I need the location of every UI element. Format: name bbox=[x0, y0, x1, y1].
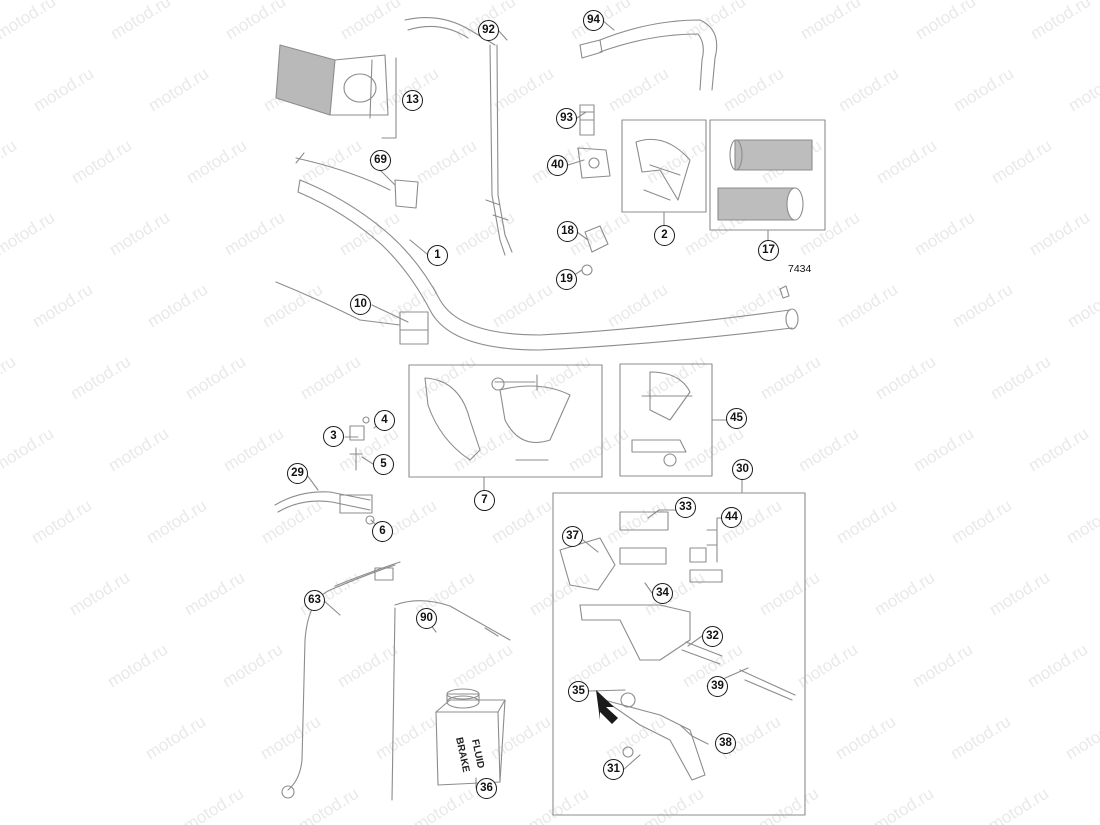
callout-37: 37 bbox=[562, 526, 583, 547]
handlebar-grips bbox=[717, 139, 813, 221]
callout-92: 92 bbox=[478, 20, 499, 41]
choke-cable bbox=[391, 600, 511, 801]
arrow-indicator bbox=[596, 690, 618, 724]
part-code-label: 7434 bbox=[788, 263, 812, 275]
callout-32: 32 bbox=[702, 626, 723, 647]
callout-17: 17 bbox=[758, 240, 779, 261]
brake-master-cylinder bbox=[559, 511, 796, 781]
callout-44: 44 bbox=[721, 507, 742, 528]
can-label-line-2: FLUID bbox=[469, 738, 486, 769]
brake-fluid-can bbox=[435, 688, 506, 786]
throttle-cables bbox=[404, 17, 513, 256]
throttle-grip bbox=[275, 44, 389, 119]
bar-clamp bbox=[631, 371, 693, 467]
leader-lines bbox=[306, 19, 769, 789]
kill-switch bbox=[275, 281, 429, 345]
handlebar bbox=[297, 179, 799, 351]
mirror-clamp bbox=[577, 147, 611, 179]
can-label-line-1: BRAKE bbox=[453, 736, 471, 773]
callout-13: 13 bbox=[402, 90, 423, 111]
callout-38: 38 bbox=[715, 733, 736, 754]
callout-19: 19 bbox=[556, 269, 577, 290]
callout-63: 63 bbox=[304, 590, 325, 611]
small-clip bbox=[779, 285, 790, 299]
callout-94: 94 bbox=[583, 10, 604, 31]
callout-10: 10 bbox=[350, 294, 371, 315]
lever-guard bbox=[635, 138, 691, 201]
callout-35: 35 bbox=[568, 681, 589, 702]
callout-7: 7 bbox=[474, 490, 495, 511]
handguard-set bbox=[424, 374, 571, 461]
brake-hose bbox=[579, 19, 718, 136]
callout-5: 5 bbox=[373, 454, 394, 475]
callout-3: 3 bbox=[323, 426, 344, 447]
callout-2: 2 bbox=[654, 225, 675, 246]
callout-1: 1 bbox=[427, 245, 448, 266]
callout-69: 69 bbox=[370, 150, 391, 171]
callout-31: 31 bbox=[603, 759, 624, 780]
callout-30: 30 bbox=[732, 459, 753, 480]
callout-4: 4 bbox=[374, 410, 395, 431]
frame-clamp bbox=[619, 363, 713, 477]
callout-18: 18 bbox=[557, 221, 578, 242]
callout-36: 36 bbox=[476, 778, 497, 799]
callout-45: 45 bbox=[726, 408, 747, 429]
frame-brake-master bbox=[552, 492, 806, 816]
callout-90: 90 bbox=[416, 608, 437, 629]
callout-33: 33 bbox=[675, 497, 696, 518]
hot-start-cable bbox=[295, 152, 419, 209]
clutch-cable bbox=[281, 561, 401, 799]
screw-cap-parts bbox=[581, 225, 609, 276]
callout-93: 93 bbox=[556, 108, 577, 129]
frame-handguard bbox=[408, 364, 603, 478]
callout-39: 39 bbox=[707, 676, 728, 697]
callout-34: 34 bbox=[652, 583, 673, 604]
small-hardware bbox=[349, 416, 370, 471]
callout-40: 40 bbox=[547, 155, 568, 176]
callout-29: 29 bbox=[287, 463, 308, 484]
callout-6: 6 bbox=[372, 521, 393, 542]
clutch-lever bbox=[274, 491, 375, 525]
